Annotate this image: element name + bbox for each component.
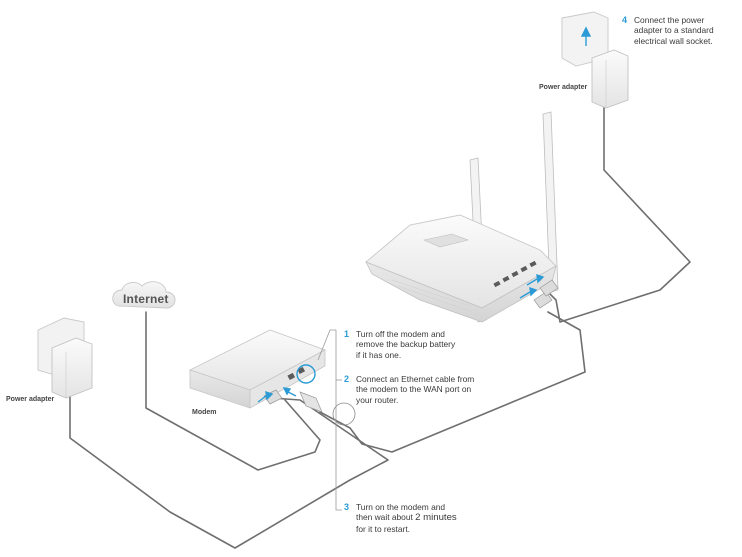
internet-label: Internet xyxy=(123,292,169,306)
step-3: 3 Turn on the modem and then wait about … xyxy=(344,502,457,534)
step-2-number: 2 xyxy=(344,374,350,384)
router-antenna-right xyxy=(542,111,559,293)
cables xyxy=(69,99,691,549)
router xyxy=(365,111,559,323)
step-3-number: 3 xyxy=(344,502,350,512)
internet-cloud xyxy=(112,281,176,309)
step-3-line-1: Turn on the modem and xyxy=(356,502,446,512)
step-4-line-3: electrical wall socket. xyxy=(634,35,713,46)
power-adapter-left xyxy=(37,317,93,399)
modem-highlight-circle xyxy=(296,364,316,384)
cable-right-adapter-to-router xyxy=(545,99,691,323)
step-1-line-3: if it has one. xyxy=(356,349,402,360)
modem xyxy=(188,329,327,413)
step-callout-bracket xyxy=(317,329,356,511)
step-2-line-2: the modem to the WAN port on xyxy=(356,384,472,395)
step-2: 2 Connect an Ethernet cable from the mod… xyxy=(344,374,475,405)
step-3-line-2: then wait about xyxy=(356,512,413,523)
step-2-line-1: Connect an Ethernet cable from xyxy=(356,374,475,384)
modem-label: Modem xyxy=(192,409,217,416)
cable-ethernet-modem-to-router xyxy=(319,311,586,453)
cable-internet-to-modem xyxy=(145,311,321,471)
step-1-line-1: Turn off the modem and xyxy=(356,329,445,339)
router-brand-plate xyxy=(423,233,470,248)
step-4-line-2: adapter to a standard xyxy=(634,25,714,36)
power-adapter-right-label: Power adapter xyxy=(539,84,588,91)
step-3-line-4: for it to restart. xyxy=(356,523,410,534)
step-1-number: 1 xyxy=(344,329,350,339)
step-3-duration: 2 minutes xyxy=(415,512,457,524)
step-1: 1 Turn off the modem and remove the back… xyxy=(344,329,456,360)
router-ports xyxy=(493,260,537,288)
step-4: 4 Connect the power adapter to a standar… xyxy=(622,15,714,46)
cable-left-adapter-to-modem xyxy=(69,391,389,549)
step-2-line-3: your router. xyxy=(356,394,399,405)
power-adapter-left-label: Power adapter xyxy=(6,396,55,403)
power-adapter-right xyxy=(561,11,629,109)
step-4-number: 4 xyxy=(622,15,628,25)
router-body-bottom xyxy=(365,261,557,323)
step-4-line-1: Connect the power xyxy=(634,15,705,25)
step-1-line-2: remove the backup battery xyxy=(356,339,456,350)
